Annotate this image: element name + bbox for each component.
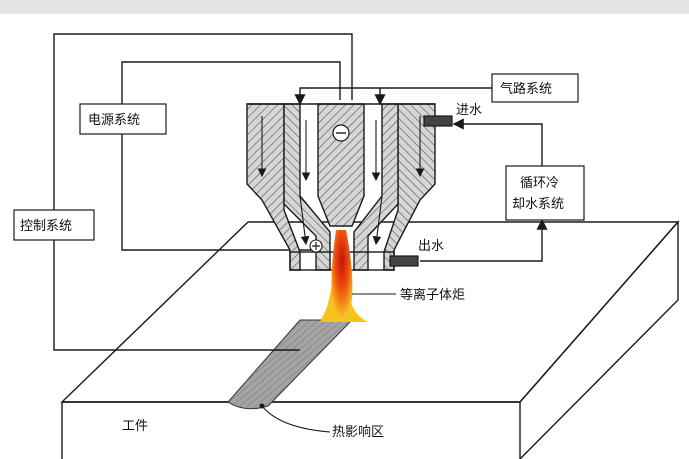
power-system-label: 电源系统 [88,113,140,128]
cooling-system-label-line1: 循环冷 [520,176,559,191]
heat-zone-leader [261,405,331,433]
gas-system-label: 气路系统 [500,81,552,97]
water-in-label: 进水 [456,103,482,118]
water-fittings [389,115,453,267]
workpiece-slab [60,220,680,459]
cooling-system-label-line2: 却水系统 [512,197,564,212]
power-wiring [121,61,341,251]
gas-piping [294,87,492,106]
gas-system-box [491,73,579,103]
control-system-label: 控制系统 [20,219,72,234]
top-bar [0,0,689,14]
cooling-system-box [505,165,585,221]
internal-flow-arrows [257,116,425,246]
power-system-box [79,103,167,135]
water-out-label: 出水 [418,239,444,254]
plasma-torch-label: 等离子体炬 [400,287,465,303]
cooling-piping [420,118,548,262]
torch-body [246,103,436,271]
heat-affected-zone-label: 热影响区 [332,424,384,440]
workpiece-label: 工件 [122,419,148,434]
control-wiring [53,33,353,351]
control-system-box [13,209,95,241]
heat-affected-zone-shape [227,319,354,410]
plasma-flame [320,230,368,322]
